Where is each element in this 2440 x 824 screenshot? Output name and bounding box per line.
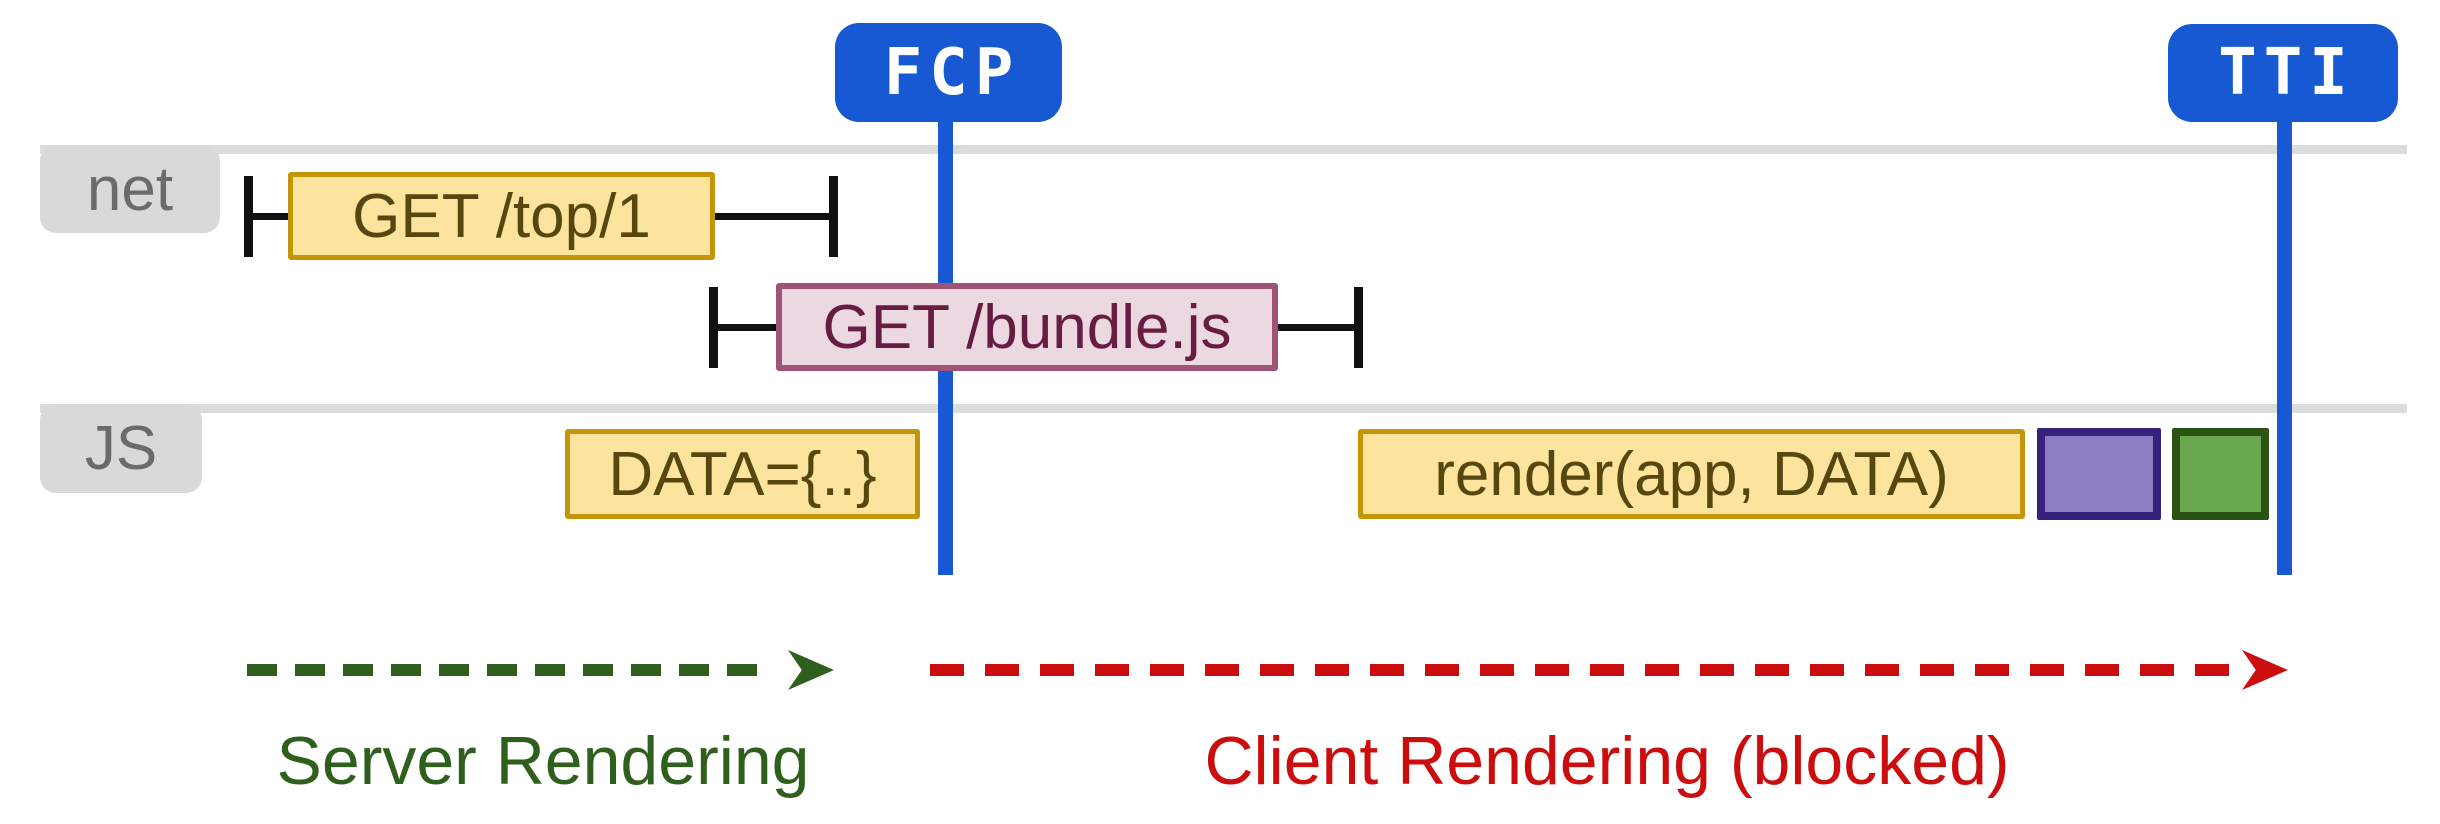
tti-marker-line xyxy=(2277,120,2292,575)
server-phase-dashed-line xyxy=(247,664,775,676)
get-top-left-whisker xyxy=(253,213,288,220)
fcp-badge-label: FCP xyxy=(883,35,1021,110)
server-arrowhead-icon xyxy=(788,650,834,690)
get-bundle-task-label: GET /bundle.js xyxy=(822,292,1232,362)
server-phase-label: Server Rendering xyxy=(276,723,810,799)
tti-badge-label: TTI xyxy=(2218,36,2355,110)
net-lane-label-text: net xyxy=(86,154,174,224)
render-call-task-box: render(app, DATA) xyxy=(1358,429,2025,519)
js-lane-label: JS xyxy=(40,404,202,493)
client-arrowhead-icon xyxy=(2242,650,2288,690)
get-bundle-right-whisker xyxy=(1278,324,1354,331)
js-lane-label-text: JS xyxy=(84,414,158,483)
net-lane-line xyxy=(40,145,2407,154)
data-assign-task-box: DATA={..} xyxy=(565,429,920,519)
get-top-task-label: GET /top/1 xyxy=(352,181,651,251)
get-top-task-box: GET /top/1 xyxy=(288,172,715,260)
get-top-right-whisker xyxy=(715,213,829,220)
purple-js-task-box xyxy=(2037,428,2161,520)
data-assign-task-label: DATA={..} xyxy=(608,439,877,509)
green-js-task-box xyxy=(2172,428,2269,520)
get-bundle-left-whisker xyxy=(718,324,776,331)
fcp-badge: FCP xyxy=(835,23,1062,122)
net-lane-label: net xyxy=(40,145,220,233)
get-top-end-tick xyxy=(829,176,838,257)
get-bundle-task-box: GET /bundle.js xyxy=(776,283,1278,371)
tti-badge: TTI xyxy=(2168,24,2398,122)
get-bundle-end-tick xyxy=(1354,287,1363,368)
client-phase-dashed-line xyxy=(930,664,2242,676)
js-lane-line xyxy=(40,404,2407,413)
get-top-start-tick xyxy=(244,176,253,257)
get-bundle-start-tick xyxy=(709,287,718,368)
client-phase-label: Client Rendering (blocked) xyxy=(1204,723,2010,799)
render-call-task-label: render(app, DATA) xyxy=(1434,439,1949,509)
